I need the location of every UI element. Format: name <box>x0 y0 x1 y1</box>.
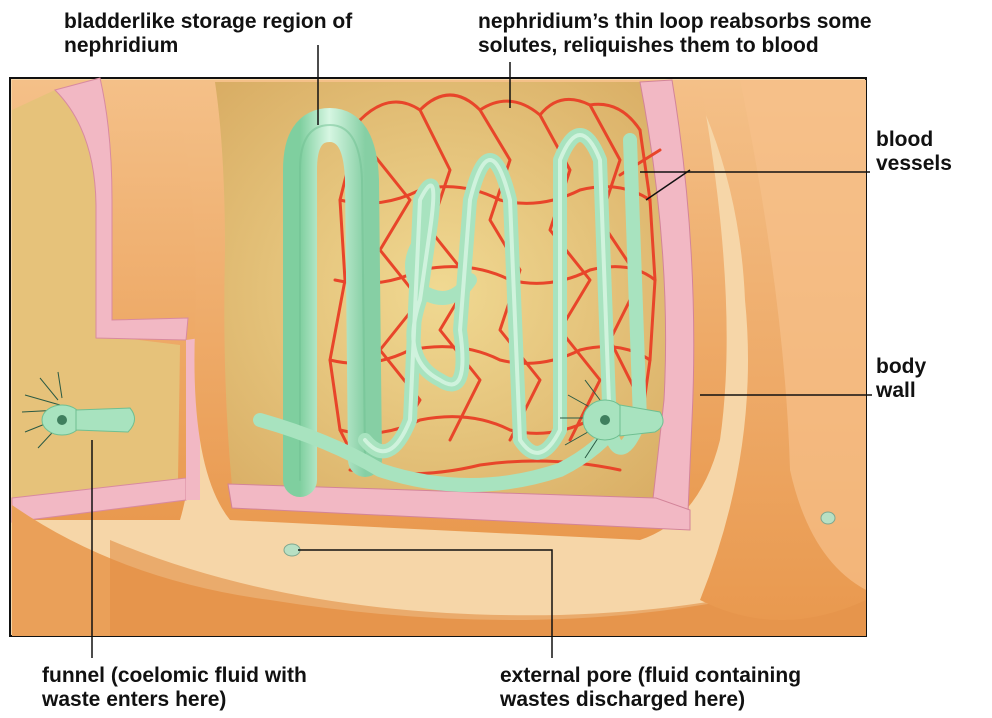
label-thin-loop: nephridium’s thin loop reabsorbs some so… <box>478 10 872 58</box>
label-body-wall-line1: body <box>876 355 926 379</box>
label-body-wall-line2: wall <box>876 379 926 403</box>
label-funnel-line1: funnel (coelomic fluid with <box>42 664 307 688</box>
label-bladder-line2: nephridium <box>64 34 352 58</box>
left-segment <box>12 78 208 522</box>
label-bladder-line1: bladderlike storage region of <box>64 10 352 34</box>
label-blood-vessels-line1: blood <box>876 128 952 152</box>
label-thin-loop-line1: nephridium’s thin loop reabsorbs some <box>478 10 872 34</box>
label-thin-loop-line2: solutes, reliquishes them to blood <box>478 34 872 58</box>
label-external-pore-line1: external pore (fluid containing <box>500 664 801 688</box>
external-pore-right <box>821 512 835 524</box>
label-external-pore: external pore (fluid containing wastes d… <box>500 664 801 712</box>
label-funnel: funnel (coelomic fluid with waste enters… <box>42 664 307 712</box>
label-blood-vessels-line2: vessels <box>876 152 952 176</box>
label-funnel-line2: waste enters here) <box>42 688 307 712</box>
label-blood-vessels: blood vessels <box>876 128 952 176</box>
external-pore <box>284 544 300 556</box>
label-bladder: bladderlike storage region of nephridium <box>64 10 352 58</box>
label-body-wall: body wall <box>876 355 926 403</box>
label-external-pore-line2: wastes discharged here) <box>500 688 801 712</box>
